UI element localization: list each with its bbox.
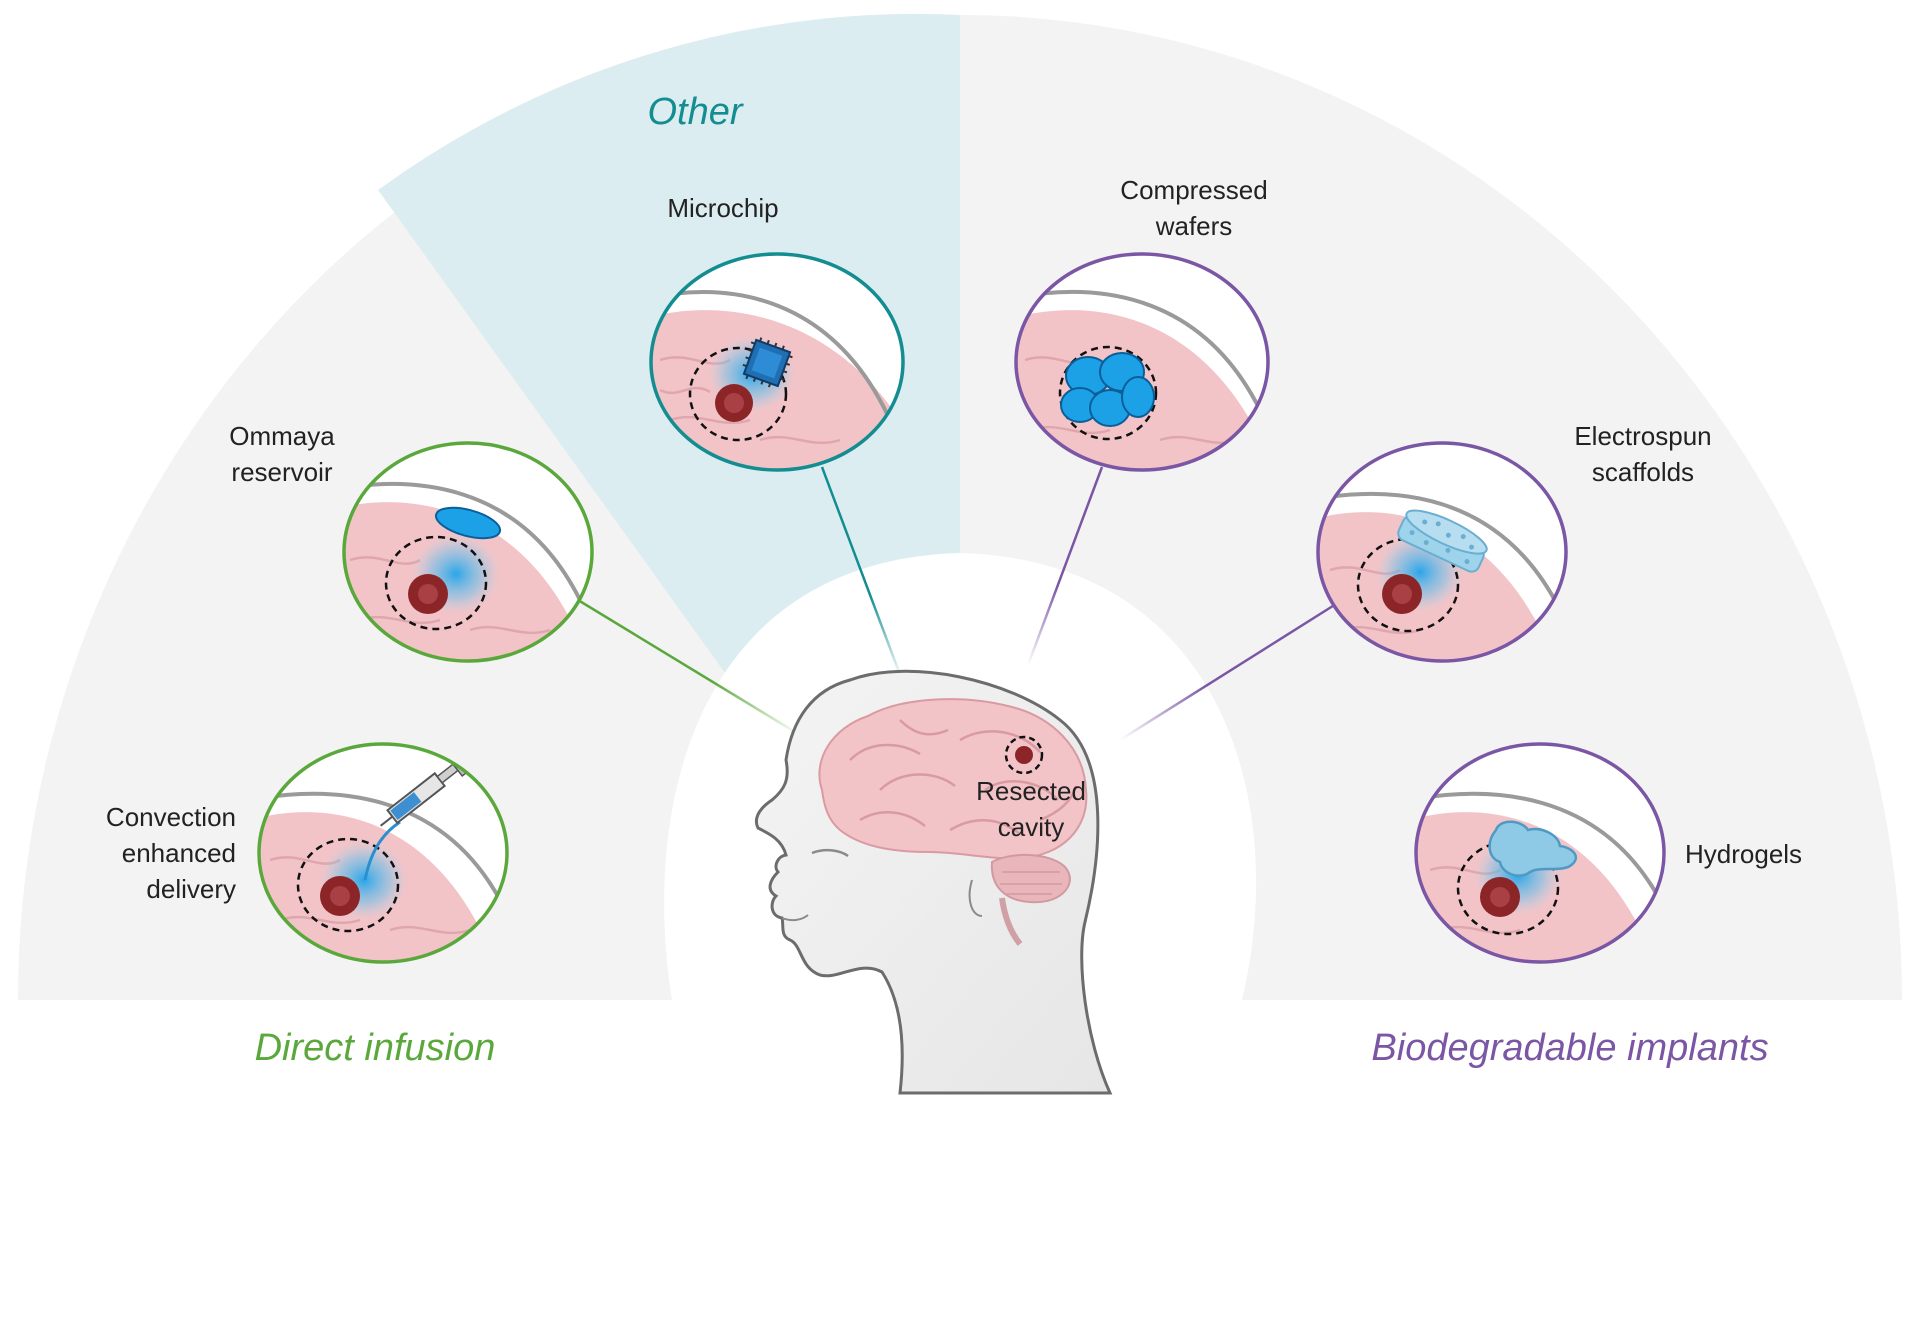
scaffold-icon bbox=[1397, 509, 1488, 573]
convection-panel bbox=[257, 742, 509, 964]
microchip-icon bbox=[742, 337, 793, 388]
connector-wafers bbox=[1026, 466, 1104, 666]
hydrogels-label: Hydrogels bbox=[1685, 839, 1803, 869]
wafers-icon bbox=[1060, 352, 1155, 427]
wafers-label: Compressed wafers bbox=[1120, 175, 1268, 241]
head-illustration bbox=[754, 669, 1113, 1095]
ommaya-reservoir-icon bbox=[434, 506, 502, 540]
connector-ommaya bbox=[577, 598, 801, 737]
electrospun-label: Electrospun scaffolds bbox=[1574, 421, 1712, 487]
convection-label: Convection enhanced delivery bbox=[105, 802, 236, 904]
microchip-panel bbox=[649, 252, 905, 472]
hydrogels-panel bbox=[1414, 742, 1666, 964]
ommaya-panel bbox=[342, 441, 594, 663]
category-other-label: Other bbox=[647, 91, 743, 133]
connector-electrospun bbox=[1119, 602, 1337, 742]
category-biodegradable-label: Biodegradable implants bbox=[1371, 1027, 1769, 1069]
connector-microchip bbox=[820, 466, 904, 681]
microchip-label: Microchip bbox=[667, 193, 779, 223]
category-direct-infusion-label: Direct infusion bbox=[254, 1027, 496, 1069]
hydrogel-icon bbox=[1488, 820, 1578, 877]
electrospun-panel bbox=[1316, 441, 1568, 663]
wafers-panel bbox=[1014, 252, 1270, 472]
ommaya-label: Ommaya reservoir bbox=[229, 421, 335, 487]
resected-cavity-label: Resected cavity bbox=[976, 776, 1086, 842]
